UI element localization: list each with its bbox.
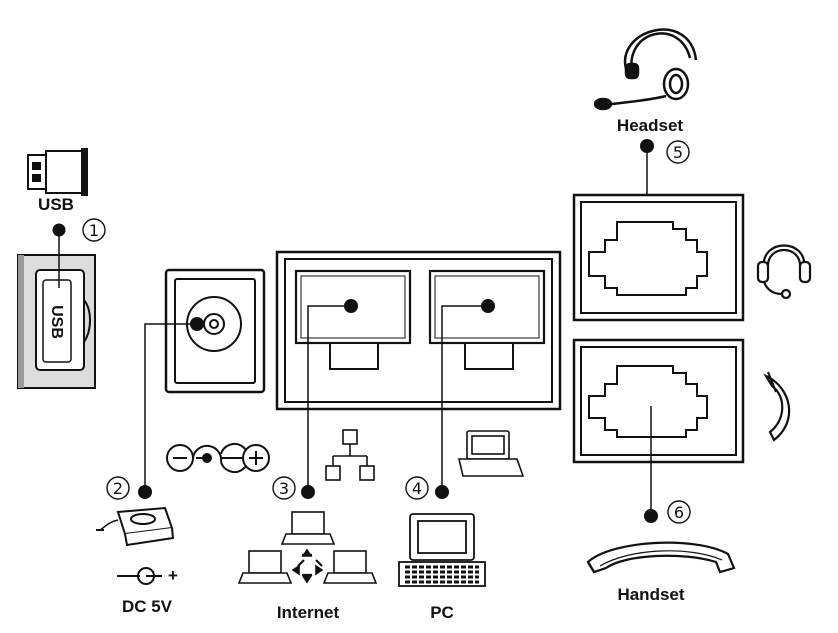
usb-dot — [52, 223, 66, 237]
dc-plus-label: + — [168, 566, 178, 585]
lan-ports-panel — [275, 250, 562, 411]
laptop-icon — [457, 430, 525, 477]
headset-symbol-icon — [756, 244, 812, 300]
pc-label: PC — [430, 603, 454, 622]
dc-dot — [138, 485, 152, 499]
callout-5: 5 — [673, 143, 683, 162]
callout-3-circle — [272, 476, 296, 500]
dc-jack-panel — [164, 268, 266, 394]
callout-1-circle — [82, 218, 106, 242]
callout-4-circle — [405, 476, 429, 500]
pc-dot — [435, 485, 449, 499]
dc-label: DC 5V — [122, 597, 173, 616]
handset-dot — [644, 509, 658, 523]
callout-2-circle — [106, 476, 130, 500]
usb-label: USB — [38, 195, 74, 214]
callout-6: 6 — [674, 503, 684, 522]
callout-3: 3 — [279, 479, 289, 498]
callout-5-circle — [666, 140, 690, 164]
internet-label: Internet — [277, 603, 340, 622]
usb-port-panel — [17, 254, 96, 389]
callout-4: 4 — [412, 479, 422, 498]
internet-cloud-icon — [237, 511, 378, 584]
pc-leader-line — [441, 305, 488, 492]
callout-6-circle — [667, 500, 691, 524]
usb-plug-icon — [27, 148, 88, 196]
callout-1: 1 — [89, 221, 99, 240]
headset-port-panel — [572, 193, 745, 322]
dc-leader-line — [144, 323, 197, 492]
internet-leader-line — [307, 305, 351, 492]
dc-symbol-icon — [117, 567, 162, 585]
handset-icon — [586, 541, 736, 574]
power-adapter-icon — [96, 506, 175, 547]
usb-port-text: USB — [48, 305, 65, 339]
handset-symbol-icon — [763, 371, 791, 442]
headset-label: Headset — [617, 116, 683, 135]
callout-2: 2 — [113, 479, 123, 498]
computer-icon — [398, 513, 486, 587]
polarity-icon — [166, 443, 270, 473]
handset-port-panel — [572, 338, 745, 464]
handset-label: Handset — [617, 585, 684, 604]
headset-icon — [593, 28, 698, 111]
internet-dot — [301, 485, 315, 499]
network-icon — [325, 429, 375, 481]
